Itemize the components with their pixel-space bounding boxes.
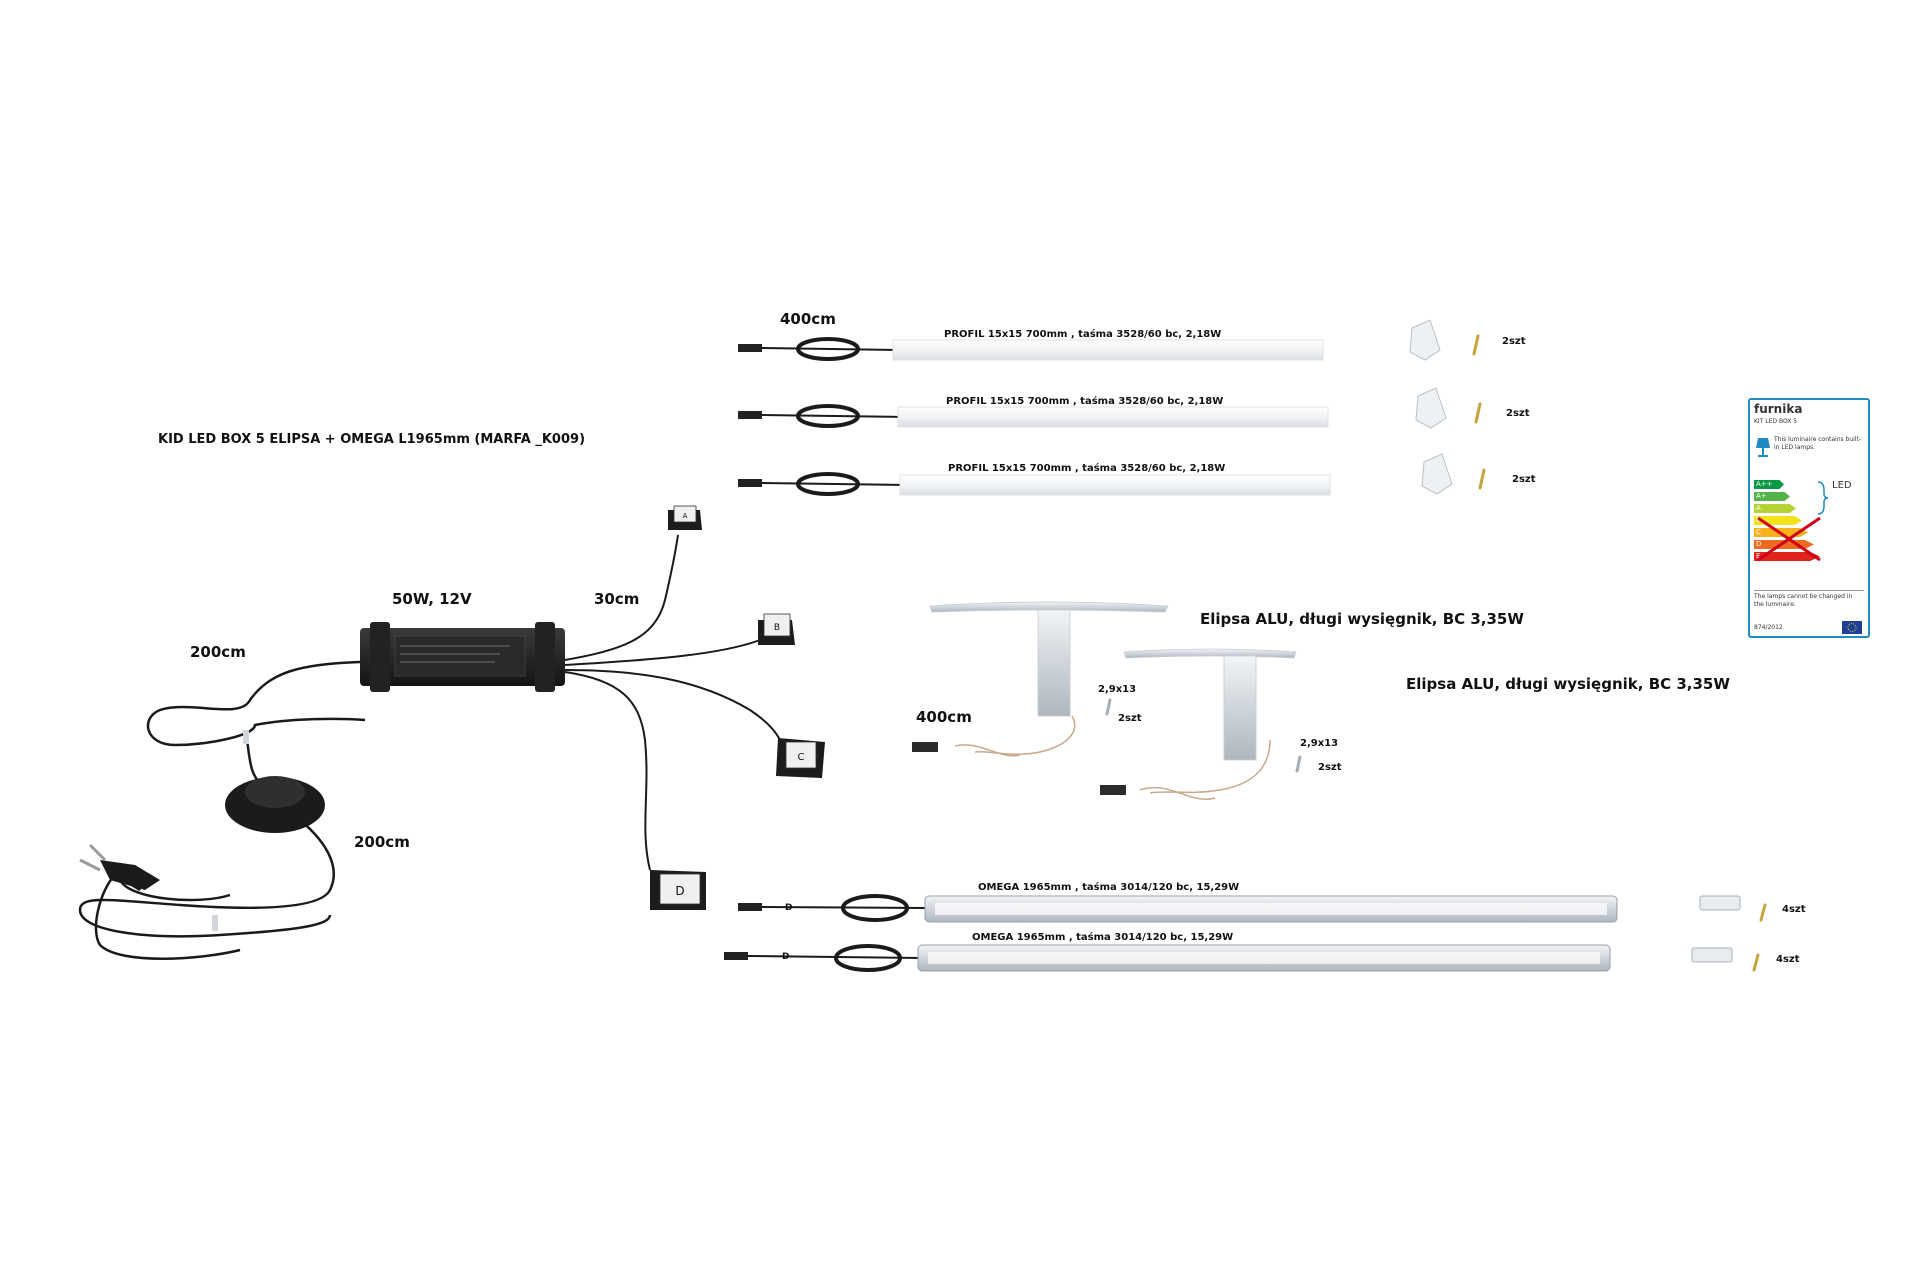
cable-length-elipsa: 400cm — [916, 708, 972, 726]
omega-bar-2 — [724, 944, 1611, 972]
omega-2-fixing-qty: 4szt — [1776, 954, 1800, 965]
energy-label-note: The lamps cannot be changed in the lumin… — [1754, 590, 1864, 609]
diagram-title: KID LED BOX 5 ELIPSA + OMEGA L1965mm (MA… — [158, 432, 586, 447]
profile-3-name: PROFIL 15x15 700mm — [948, 463, 1072, 474]
profile-2-spec: , taśma 3528/60 bc, 2,18W — [1072, 396, 1224, 407]
connector-a-letter: A — [683, 512, 688, 520]
cable-length-splitter: 30cm — [594, 590, 640, 608]
connector-d-letter: D — [675, 884, 684, 898]
profile-3-spec: , taśma 3528/60 bc, 2,18W — [1074, 463, 1226, 474]
profile-1-fixing-qty: 2szt — [1502, 336, 1526, 347]
profile-2-fixing-qty: 2szt — [1506, 408, 1530, 419]
splitter-cables — [564, 534, 781, 871]
omega-1-fixing-qty: 4szt — [1782, 904, 1806, 915]
eu-flag-icon — [1842, 621, 1862, 634]
elipsa-1-label: Elipsa ALU, długi wysięgnik, BC 3,35W — [1200, 610, 1524, 628]
energy-label-regulation: 874/2012 — [1754, 624, 1783, 631]
bracket-icon — [1817, 481, 1829, 515]
energy-label-info: This luminaire contains built-in LED lam… — [1774, 436, 1861, 451]
connector-b-letter: B — [774, 623, 780, 633]
energy-class-ap: A+ — [1754, 492, 1790, 501]
psu-rating: 50W, 12V — [392, 590, 472, 608]
energy-class-e: E — [1754, 552, 1820, 561]
elipsa-2-screw: 2,9x13 — [1300, 738, 1339, 749]
omega-1-label: OMEGA 1965mm , taśma 3014/120 bc, 15,29W — [978, 882, 1240, 893]
mains-plug — [79, 843, 160, 890]
omega-2-label: OMEGA 1965mm , taśma 3014/120 bc, 15,29W — [972, 932, 1234, 943]
energy-class-d: D — [1754, 540, 1814, 549]
energy-label-brand: furnika — [1754, 402, 1803, 416]
profile-light-3 — [738, 472, 1331, 496]
connector-a: A — [668, 505, 702, 530]
profile-2-name: PROFIL 15x15 700mm — [946, 396, 1070, 407]
excluded-classes-cross-icon — [1757, 516, 1821, 562]
elipsa-lamp-2 — [1100, 648, 1297, 800]
profile-1-label: PROFIL 15x15 700mm , taśma 3528/60 bc, 2… — [944, 329, 1221, 340]
connector-c-letter: C — [798, 752, 805, 763]
cable-length-supply: 200cm — [190, 643, 246, 661]
elipsa-screws — [1105, 698, 1302, 773]
connector-c: C — [776, 738, 825, 778]
omega-bar-1 — [738, 894, 1618, 923]
screw-icon — [1472, 334, 1767, 972]
elipsa-2-qty: 2szt — [1318, 762, 1342, 773]
cable-length-profile: 400cm — [780, 310, 836, 328]
elipsa-1-screw: 2,9x13 — [1098, 684, 1137, 695]
energy-label-model: KIT LED BOX 5 — [1754, 418, 1798, 425]
cable-length-mains: 200cm — [354, 833, 410, 851]
profile-3-label: PROFIL 15x15 700mm , taśma 3528/60 bc, 2… — [948, 463, 1225, 474]
power-supply-unit — [360, 622, 565, 692]
profile-2-label: PROFIL 15x15 700mm , taśma 3528/60 bc, 2… — [946, 396, 1223, 407]
profile-clips — [1409, 319, 1453, 495]
energy-label: furnika KIT LED BOX 5 This luminaire con… — [1748, 398, 1870, 638]
omega-1-plug-letter: D — [785, 903, 793, 913]
energy-class-a: A — [1754, 504, 1796, 513]
connector-d: D — [650, 870, 706, 910]
elipsa-lamp-1 — [912, 601, 1169, 757]
profile-1-spec: , taśma 3528/60 bc, 2,18W — [1070, 329, 1222, 340]
lamp-icon — [1756, 438, 1770, 457]
profile-light-1 — [738, 337, 1324, 361]
energy-class-app: A++ — [1754, 480, 1784, 489]
profile-3-fixing-qty: 2szt — [1512, 474, 1536, 485]
omega-2-plug-letter: D — [782, 952, 790, 962]
elipsa-2-label: Elipsa ALU, długi wysięgnik, BC 3,35W — [1406, 675, 1730, 693]
elipsa-1-qty: 2szt — [1118, 713, 1142, 724]
profile-light-2 — [738, 404, 1329, 428]
connector-b: B — [758, 613, 795, 645]
omega-clips — [1691, 895, 1741, 963]
profile-1-name: PROFIL 15x15 700mm — [944, 329, 1068, 340]
energy-label-led: LED — [1832, 480, 1852, 491]
